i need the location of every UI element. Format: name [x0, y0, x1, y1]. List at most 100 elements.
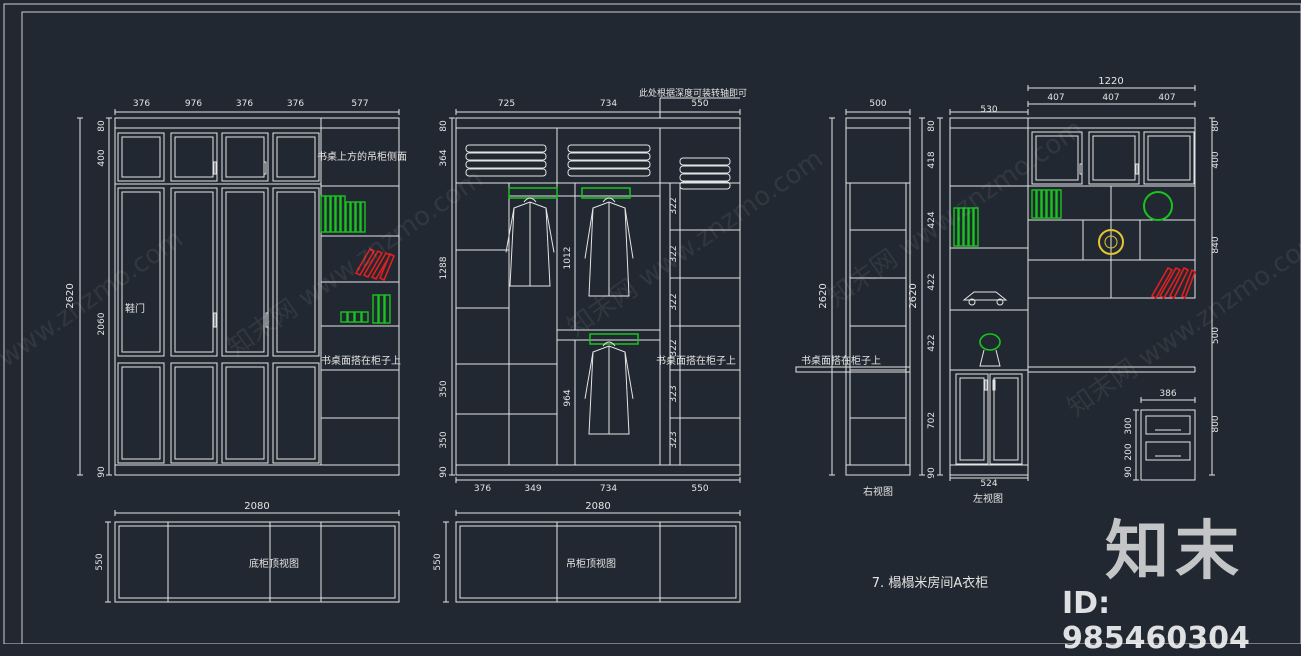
folded-clothes: [679, 157, 731, 166]
book: [953, 207, 959, 247]
red-books: [354, 247, 396, 282]
book: [355, 201, 361, 233]
dimension-label: 424: [927, 211, 937, 228]
base-plan-label: 底柜顶视图: [249, 557, 299, 570]
cabinet-door: [117, 187, 165, 357]
cabinet-door: [117, 362, 165, 464]
dimension-label: 376: [236, 99, 253, 109]
dimension-label: 976: [185, 99, 202, 109]
dimension-label: 2620: [908, 283, 919, 308]
dimension-label: 964: [563, 389, 573, 406]
door-inner-panel: [225, 191, 265, 353]
dimension-label: 800: [1211, 415, 1221, 432]
door-handle: [1135, 163, 1139, 175]
dimension-label: 550: [691, 484, 708, 494]
dimension-label: 422: [927, 334, 937, 351]
cabinet-outline: [455, 117, 741, 476]
dimension-label: 500: [869, 99, 886, 109]
door-handle: [984, 379, 988, 391]
dimension-label: 364: [439, 149, 449, 166]
decor-clock-inner: [1104, 235, 1118, 249]
folded-clothes: [465, 168, 547, 177]
folded-clothes: [465, 160, 547, 169]
book: [340, 311, 348, 323]
dimension-label: 322: [669, 339, 679, 356]
dimension-label: 322: [669, 197, 679, 214]
dimension-label: 418: [927, 151, 937, 168]
dimension-label: 2060: [97, 312, 107, 335]
book: [1056, 189, 1062, 219]
book: [378, 294, 385, 324]
upper-plan-inner: [459, 525, 737, 599]
dimension-label: 386: [1159, 389, 1176, 399]
drawer: [1145, 415, 1191, 435]
door-inner-panel: [276, 191, 316, 353]
green-rod-bracket: [589, 333, 639, 345]
coat-outline: [509, 201, 551, 287]
upper-plan-label: 吊柜顶视图: [566, 557, 616, 570]
upper-plan-outline: [455, 521, 741, 603]
door-inner-panel: [174, 136, 214, 178]
dimension-label: 90: [97, 466, 107, 478]
cabinet-door: [221, 187, 269, 357]
depth-note: 此处根据深度可装转轴即可: [639, 87, 747, 99]
cabinet-door: [1143, 131, 1195, 185]
drawer: [1145, 441, 1191, 461]
dimension-label: 322: [669, 245, 679, 262]
door-inner-panel: [276, 366, 316, 460]
door-inner-panel: [1147, 135, 1191, 181]
cabinet-door: [170, 132, 218, 182]
dimension-label: 2620: [65, 283, 76, 308]
coat-sleeves: [505, 207, 555, 253]
book: [973, 207, 979, 247]
door-inner-panel: [993, 377, 1019, 461]
book: [1031, 189, 1037, 219]
book: [968, 207, 974, 247]
book: [320, 195, 326, 233]
door-inner-panel: [225, 366, 265, 460]
base-plan-outline: [114, 521, 400, 603]
folded-clothes: [679, 165, 731, 174]
dimension-label: 407: [1102, 93, 1119, 103]
dimension-label: 323: [669, 431, 679, 448]
plant-vase: [979, 349, 1001, 367]
drawing-title: 7. 榻榻米房间A衣柜: [872, 575, 988, 591]
hanging-garment: [584, 197, 634, 297]
door-handle: [265, 312, 269, 328]
dimension-label: 734: [600, 99, 617, 109]
hanging-garment: [505, 197, 555, 287]
door-handle: [992, 379, 996, 391]
door-handle: [213, 161, 217, 175]
right-view-label: 右视图: [863, 485, 893, 498]
folded-clothes: [567, 160, 651, 169]
car-wheel: [996, 298, 1004, 306]
book: [335, 195, 341, 233]
folded-clothes: [567, 168, 651, 177]
book: [347, 311, 355, 323]
car-wheel: [968, 298, 976, 306]
right-desk-note: 书桌面搭在柜子上: [801, 354, 881, 367]
folded-clothes: [465, 152, 547, 161]
dimension-label: 1012: [563, 247, 573, 270]
dimension-label: 90: [439, 466, 449, 478]
dimension-label: 200: [1124, 443, 1134, 460]
plan-views: 底柜顶视图 550 吊柜顶视图 550: [95, 521, 741, 603]
coat-outline: [588, 201, 630, 297]
cabinet-door: [1088, 131, 1140, 185]
cabinet-door: [272, 362, 320, 464]
dimension-label: 550: [433, 553, 443, 570]
folded-clothes: [567, 152, 651, 161]
cabinet-door: [170, 362, 218, 464]
book: [350, 201, 356, 233]
drawer-unit-outline: [1140, 409, 1196, 481]
door-handle: [263, 161, 267, 175]
dimension-label: 80: [439, 120, 449, 132]
car-model: [962, 291, 1008, 301]
dimension-label: 80: [97, 120, 107, 132]
dimension-label: 550: [95, 553, 105, 570]
dimension-label: 500: [1211, 327, 1221, 344]
